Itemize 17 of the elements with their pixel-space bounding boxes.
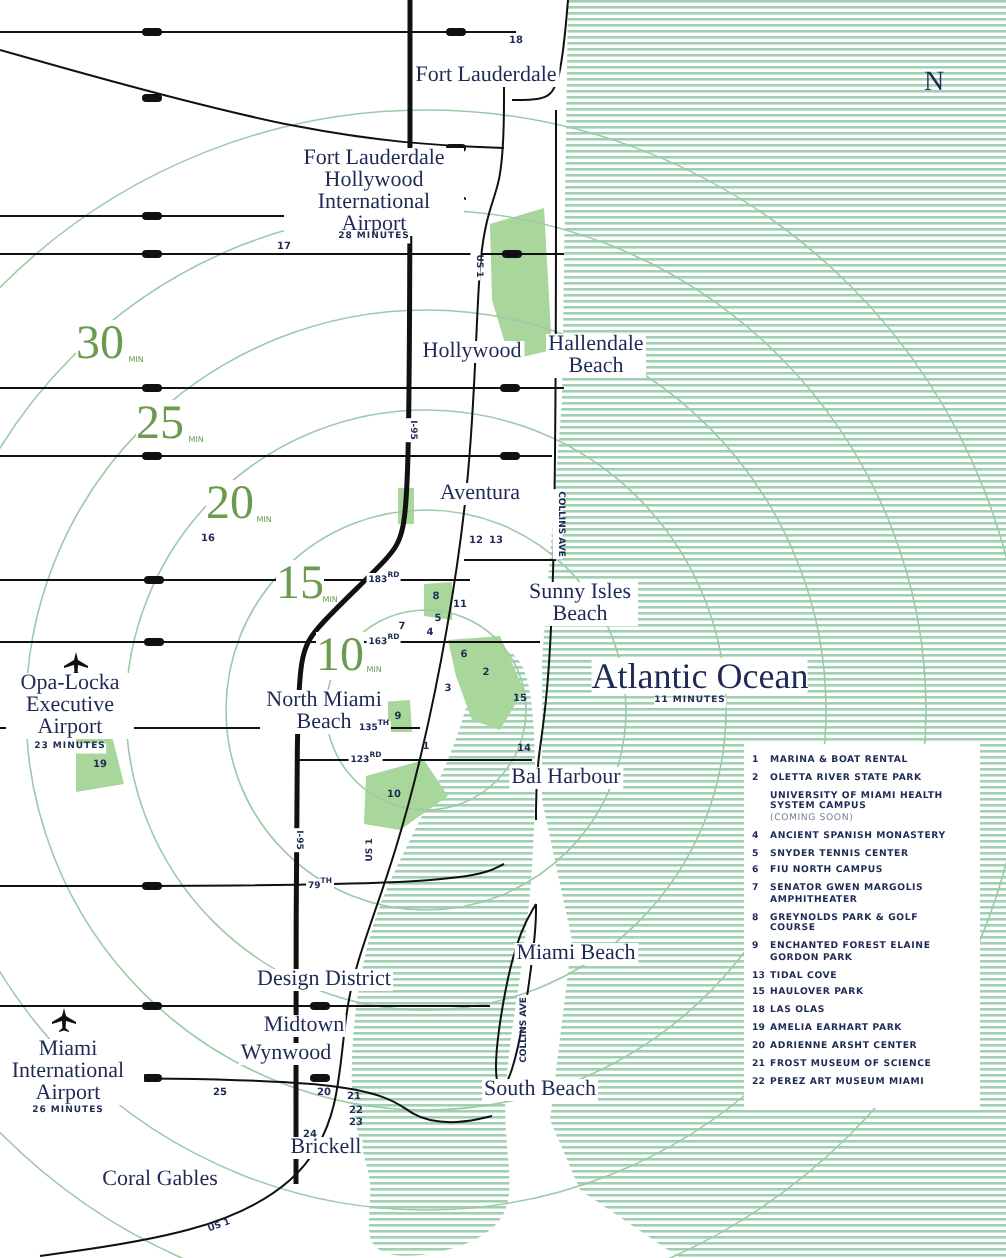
- place-name: Coral Gables: [100, 1169, 220, 1191]
- place-name: Miami Beach: [514, 943, 638, 965]
- north-label: N: [923, 70, 945, 98]
- place-name: Fort Lauderdale: [413, 65, 559, 87]
- place-name: Wynwood: [238, 1043, 334, 1065]
- place-name: South Beach: [482, 1079, 598, 1101]
- place-name: Hollywood: [420, 341, 524, 363]
- place-name: Miami International Airport: [0, 1039, 144, 1105]
- place-name: Bal Harbour: [509, 767, 623, 789]
- ocean-name: Atlantic Ocean: [591, 658, 809, 694]
- place-name: Aventura: [437, 483, 523, 505]
- place-name: Hallendale Beach: [546, 334, 646, 378]
- place-name: Midtown: [261, 1015, 347, 1037]
- place-name: Design District: [255, 969, 393, 991]
- minutes-label: 10: [316, 632, 364, 680]
- place-name: Brickell: [288, 1137, 364, 1159]
- place-name: Opa-Locka Executive Airport: [6, 673, 134, 739]
